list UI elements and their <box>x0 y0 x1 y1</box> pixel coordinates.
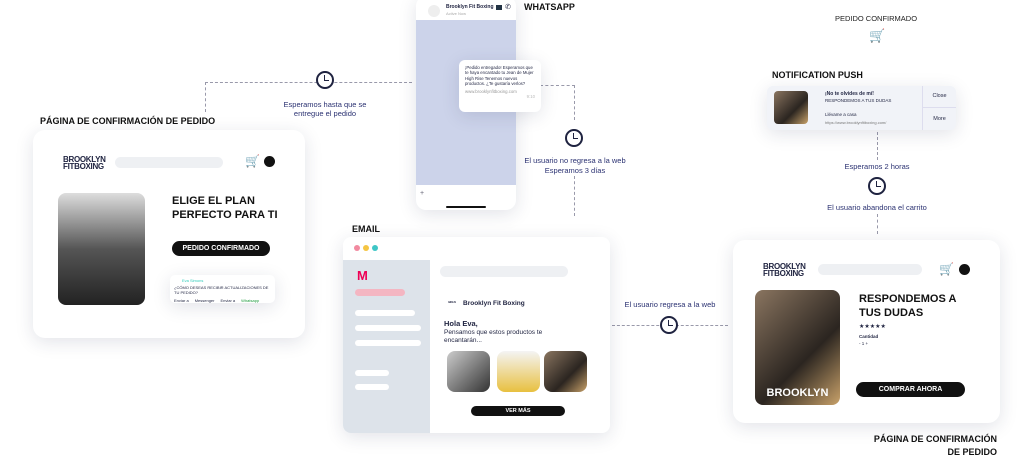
product-image: BROOKLYN <box>755 290 840 405</box>
product-thumb[interactable] <box>497 351 540 392</box>
folder-item[interactable] <box>355 370 389 376</box>
window-dot <box>363 245 369 251</box>
sender-logo: BKLN <box>448 300 456 304</box>
window-dot <box>372 245 378 251</box>
search-input[interactable] <box>818 264 922 275</box>
sender-name: Brooklyn Fit Boxing <box>463 300 525 307</box>
step-wait-2h: Esperamos 2 horas <box>844 162 910 171</box>
label-notification: NOTIFICATION PUSH <box>772 70 863 80</box>
share-user: Eva Simons <box>182 278 204 283</box>
more-button[interactable]: More <box>922 108 956 130</box>
gmail-icon: M <box>357 268 368 283</box>
compose-button[interactable] <box>355 289 405 296</box>
product-title: ELIGE EL PLAN PERFECTO PARA TI <box>172 195 278 221</box>
product-thumb[interactable] <box>544 351 587 392</box>
quantity-label: Cantidad <box>859 334 879 339</box>
quantity-stepper[interactable]: - 1 + <box>859 341 869 346</box>
contact-status: Active Now <box>446 11 467 16</box>
email-sidebar: M <box>343 260 430 433</box>
folder-item[interactable] <box>355 384 389 390</box>
connector <box>877 214 878 234</box>
cart-icon[interactable]: 🛒 <box>939 262 954 276</box>
folder-item[interactable] <box>355 310 415 316</box>
folder-item[interactable] <box>355 325 421 331</box>
message-time: 9:10 <box>526 94 535 100</box>
connector <box>205 82 412 112</box>
step-wait-delivery: Esperamos hasta que se entregue el pedid… <box>283 100 367 118</box>
share-option[interactable]: Enviar a <box>220 298 236 303</box>
clock-icon <box>660 316 678 334</box>
rating-stars: ★★★★★ <box>859 324 886 330</box>
label-whatsapp: WHATSAPP <box>524 2 575 12</box>
notification-action[interactable]: Llévame a casa <box>825 112 857 117</box>
share-option[interactable]: Enviar a <box>174 298 189 303</box>
email-window: M BKLN Brooklyn Fit Boxing Hola Eva, Pen… <box>343 237 610 433</box>
logo: BROOKLYN FITBOXING <box>763 262 806 278</box>
email-body: Pensamos que estos productos te encantar… <box>444 329 543 344</box>
confirmation-page-card: BROOKLYN FITBOXING 🛒 BROOKLYN RESPONDEMO… <box>733 240 1000 423</box>
label-pedido-confirmado: PEDIDO CONFIRMADO <box>834 14 918 23</box>
product-image <box>58 193 145 305</box>
close-button[interactable]: Close <box>922 86 956 108</box>
clock-icon <box>868 177 886 195</box>
message-link[interactable]: www.brooklynfitboxing.com <box>465 89 517 95</box>
label-confirm-left: PÁGINA DE CONFIRMACIÓN DE PEDIDO <box>40 116 216 126</box>
ver-mas-button[interactable]: VER MÁS <box>471 406 565 416</box>
label-email: EMAIL <box>352 224 380 234</box>
phone-icon[interactable]: ✆ <box>505 4 511 11</box>
search-input[interactable] <box>115 157 223 168</box>
input-bar[interactable]: + <box>420 190 425 197</box>
user-icon[interactable] <box>264 156 275 167</box>
notification-url[interactable]: https://www.brooklynfitboxing.com/ <box>825 120 887 125</box>
clock-icon <box>316 71 334 89</box>
share-box: Eva Simons ¿CÓMO DESEAS RECIBIR ACTUALIZ… <box>170 275 275 303</box>
push-notification: ¡No te olvides de mí! RESPONDEMOS A TUS … <box>767 86 956 130</box>
user-icon[interactable] <box>959 264 970 275</box>
folder-item[interactable] <box>355 340 421 346</box>
notification-image <box>774 91 808 124</box>
image-text: BROOKLYN <box>766 387 829 399</box>
video-icon[interactable] <box>496 5 502 10</box>
notification-subtitle: RESPONDEMOS A TUS DUDAS <box>825 98 892 103</box>
product-title: RESPONDEMOS A TUS DUDAS <box>859 293 956 319</box>
message-bubble: ¡Pedido entregado! Esperamos que te haya… <box>459 60 541 112</box>
search-input[interactable] <box>440 266 568 277</box>
home-indicator <box>446 206 486 208</box>
email-greeting: Hola Eva, <box>444 319 478 328</box>
connector <box>574 176 575 216</box>
product-thumb[interactable] <box>447 351 490 392</box>
clock-icon <box>565 129 583 147</box>
pedido-confirmado-button[interactable]: PEDIDO CONFIRMADO <box>172 241 270 256</box>
contact-avatar <box>428 5 440 17</box>
notification-title: ¡No te olvides de mí! <box>825 91 874 97</box>
message-text: ¡Pedido entregado! Esperamos que te haya… <box>465 65 534 86</box>
cart-icon[interactable]: 🛒 <box>245 154 260 168</box>
connector <box>877 132 878 160</box>
share-option[interactable]: Messenger <box>194 298 215 303</box>
contact-name: Brooklyn Fit Boxing <box>446 4 494 10</box>
step-wait-3: Esperamos 3 días <box>544 166 606 175</box>
connector <box>540 85 575 120</box>
share-option[interactable]: Whatsapp <box>241 298 260 303</box>
cart-icon: 🛒 <box>869 28 886 43</box>
comprar-ahora-button[interactable]: COMPRAR AHORA <box>856 382 965 397</box>
step-no-return: El usuario no regresa a la web <box>524 156 626 165</box>
window-dot <box>354 245 360 251</box>
label-confirm-right-2: DE PEDIDO <box>947 447 997 457</box>
step-abandons: El usuario abandona el carrito <box>827 203 927 212</box>
step-returns: El usuario regresa a la web <box>624 300 716 309</box>
confirmation-page-card: BROOKLYN FITBOXING 🛒 ELIGE EL PLAN PERFE… <box>33 130 305 338</box>
logo: BROOKLYN FITBOXING <box>63 155 106 171</box>
label-confirm-right-1: PÁGINA DE CONFIRMACIÓN <box>873 434 997 444</box>
share-question: ¿CÓMO DESEAS RECIBIR ACTUALIZACIONES DE … <box>174 285 269 295</box>
